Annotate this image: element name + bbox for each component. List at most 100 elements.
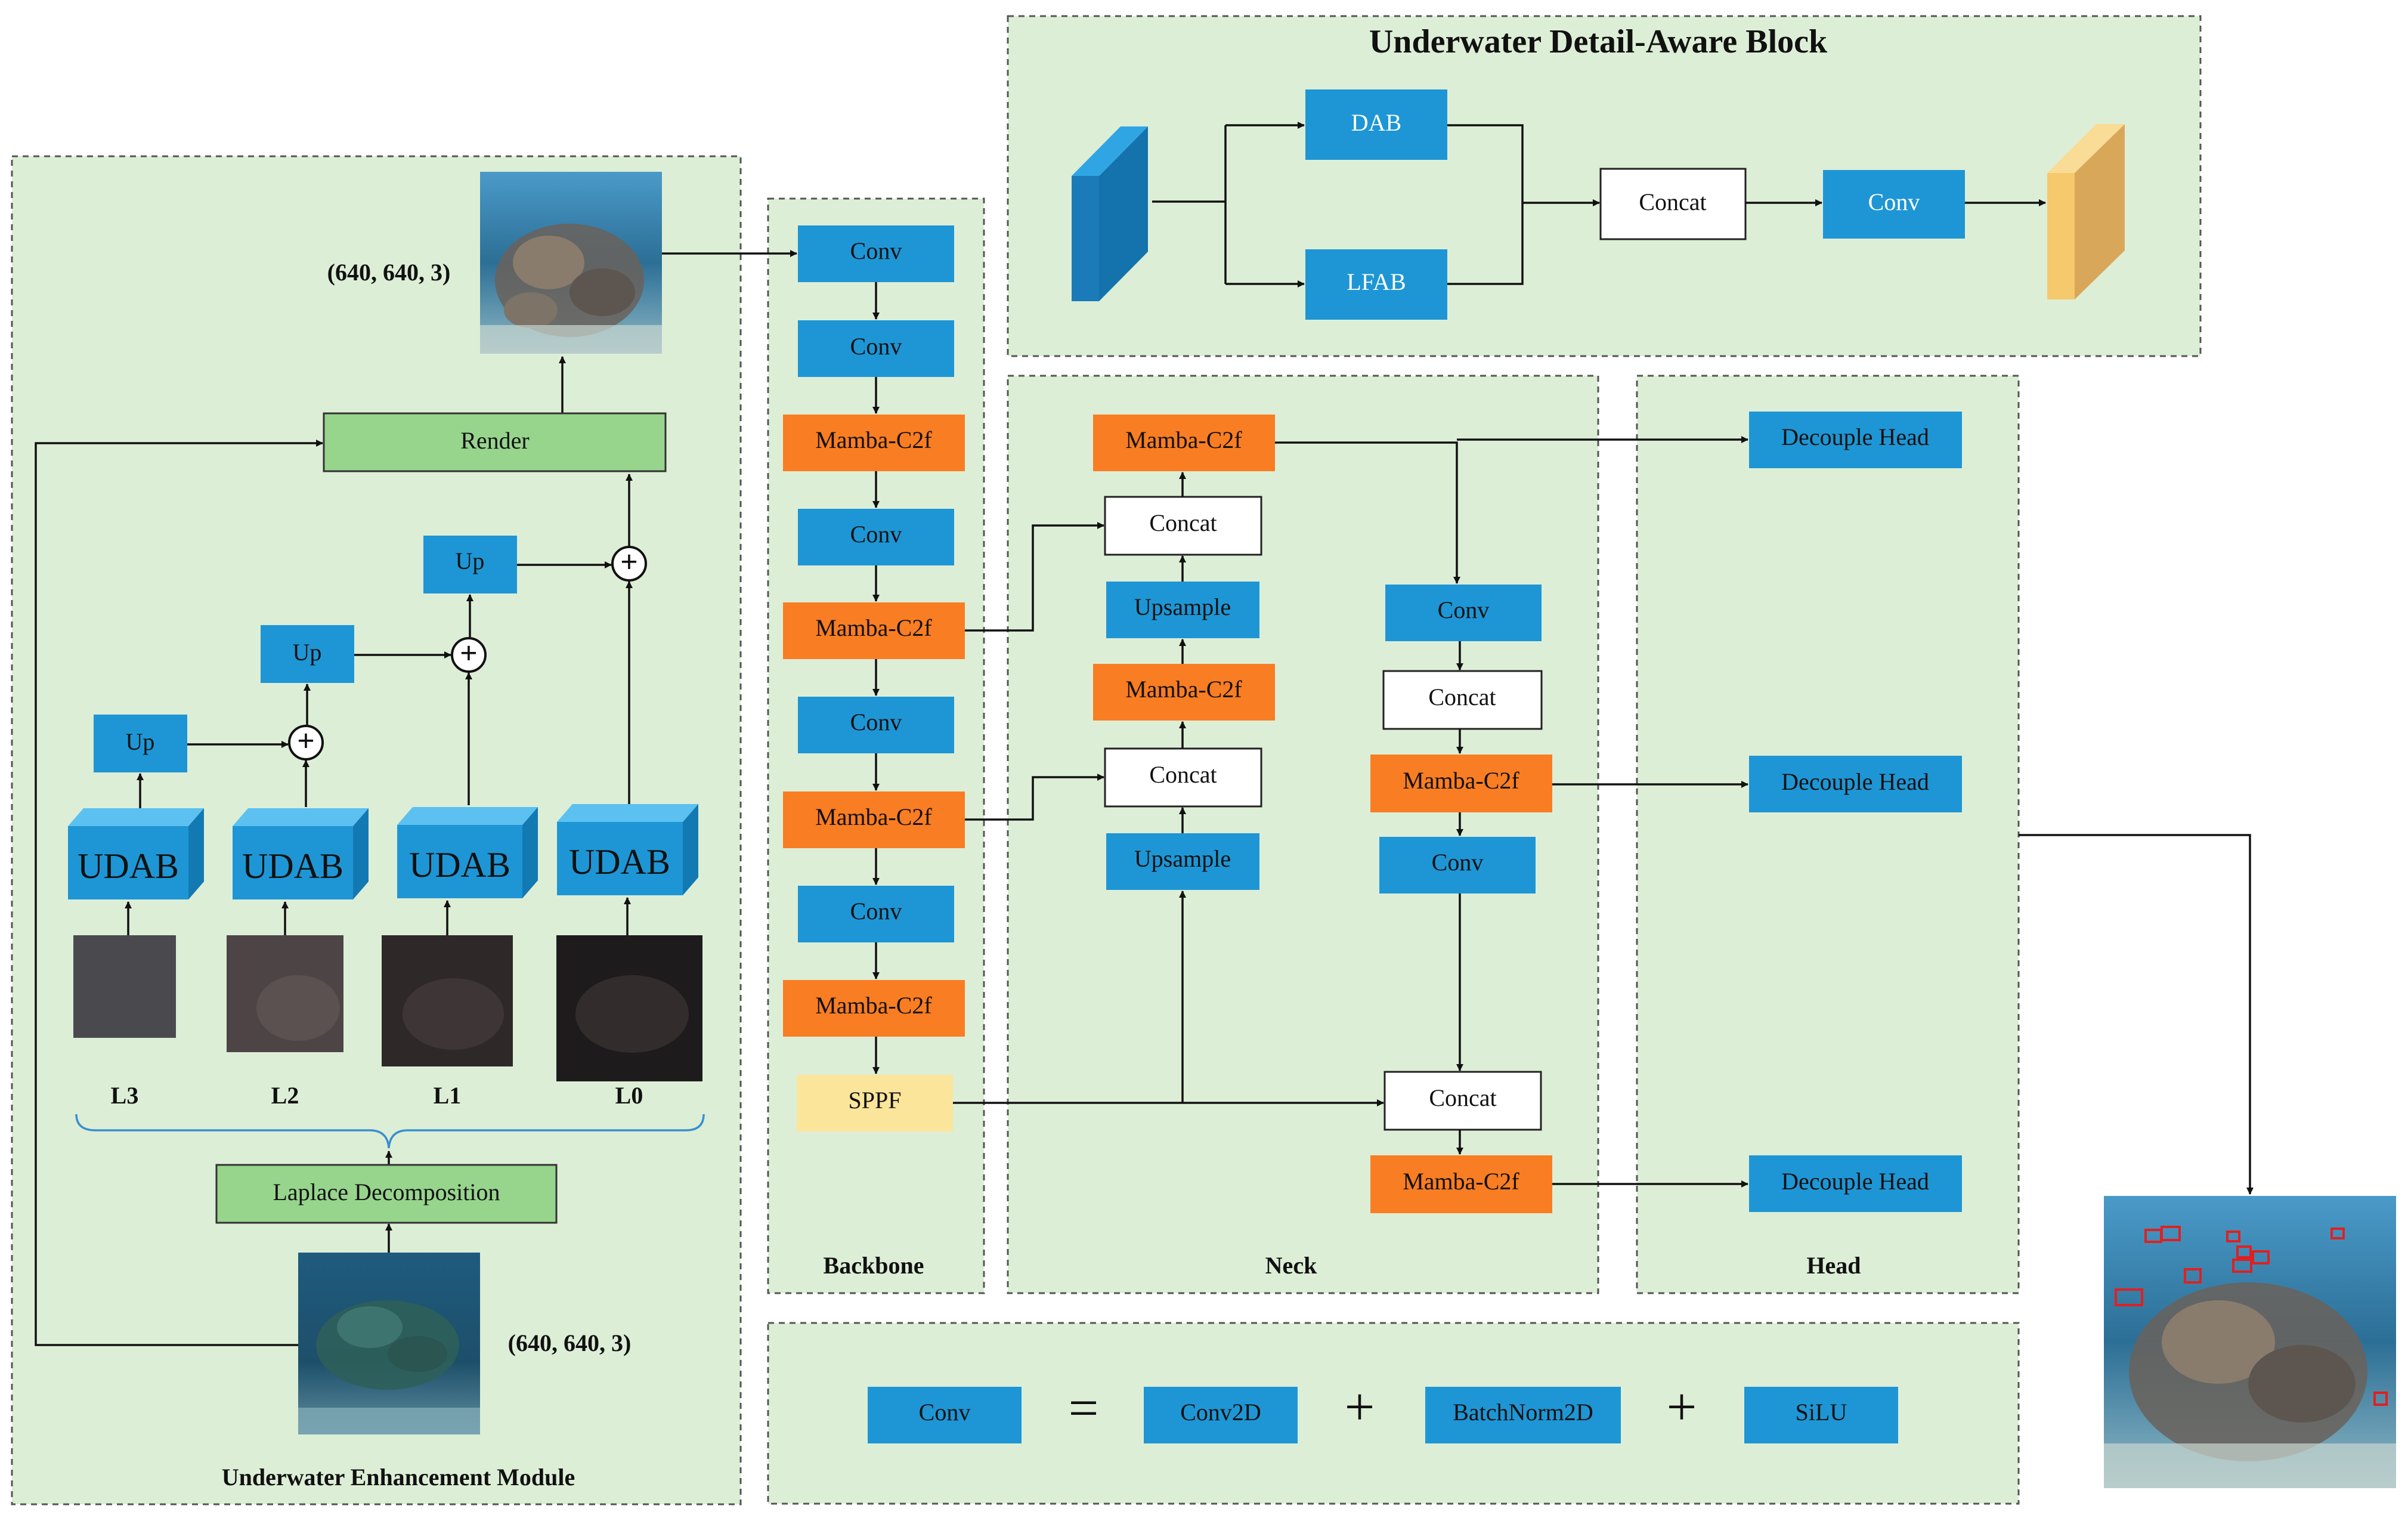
neck-conv-1 [1385,585,1542,641]
level-label-l0: L0 [615,1082,643,1109]
svg-text:UDAB: UDAB [78,846,179,886]
level-brace [75,1114,705,1149]
legend-batchnorm2d [1425,1387,1621,1443]
decouple-head-2 [1749,756,1962,812]
svg-text:Up: Up [126,728,155,755]
legend-plus-1: + [1345,1378,1375,1437]
neck-concat-2 [1104,747,1262,808]
neck-concat-1 [1104,496,1262,556]
input-shape-label: (640, 640, 3) [508,1330,632,1356]
backbone-mamba-c2f-1 [783,415,965,471]
output-shape-label: (640, 640, 3) [327,259,451,286]
backbone-mamba-c2f-2 [783,602,965,659]
neck-mamba-c2f-mid [1093,664,1275,721]
svg-text:Mamba-C2f: Mamba-C2f [815,426,932,453]
input-image [298,1253,480,1434]
up-block-1 [94,715,187,772]
render-block [323,412,667,472]
decouple-head-3 [1749,1155,1962,1212]
svg-text:Concat: Concat [1428,684,1496,710]
backbone-conv-3 [798,509,954,565]
svg-text:Mamba-C2f: Mamba-C2f [815,992,932,1019]
legend-plus-2: + [1667,1378,1697,1437]
svg-text:Decouple Head: Decouple Head [1781,423,1929,450]
svg-text:Concat: Concat [1639,188,1706,215]
svg-text:SPPF: SPPF [849,1087,902,1114]
uda-concat-block [1599,168,1747,240]
detection-output-image [2104,1196,2396,1488]
level-label-l3: L3 [111,1082,139,1109]
svg-text:Conv: Conv [1868,188,1920,215]
neck-mamba-c2f-right [1370,755,1552,812]
laplace-decomposition-block [215,1164,558,1224]
udab-block-l1: UDAB [397,807,538,898]
backbone-conv-2 [798,320,954,377]
svg-text:Decouple Head: Decouple Head [1781,768,1929,795]
backbone-conv-1 [798,225,954,282]
svg-text:Conv: Conv [1432,849,1484,876]
svg-text:Concat: Concat [1149,509,1217,536]
svg-text:Laplace Decomposition: Laplace Decomposition [273,1179,500,1205]
legend-silu [1744,1387,1898,1443]
svg-text:Decouple Head: Decouple Head [1781,1168,1929,1195]
neck-upsample-2 [1106,833,1259,890]
neck-concat-4 [1383,1071,1542,1131]
svg-text:Mamba-C2f: Mamba-C2f [1403,767,1519,794]
neck-conv-2 [1379,837,1536,894]
svg-text:Mamba-C2f: Mamba-C2f [1403,1168,1519,1195]
svg-text:Mamba-C2f: Mamba-C2f [815,614,932,641]
udab-block-l3: UDAB [68,808,204,899]
neck-upsample-1 [1106,582,1259,638]
input-feature-map-icon [1072,126,1148,301]
svg-text:Conv: Conv [850,898,902,925]
svg-text:Upsample: Upsample [1134,845,1231,872]
neck-mamba-c2f-top [1093,415,1275,471]
legend-equals: = [1069,1379,1099,1438]
svg-text:Upsample: Upsample [1134,593,1231,620]
lfab-block [1305,249,1447,320]
svg-text:Render: Render [460,427,530,454]
backbone-mamba-c2f-3 [783,792,965,848]
svg-text:Concat: Concat [1149,761,1217,788]
backbone-mamba-c2f-4 [783,980,965,1037]
backbone-title: Backbone [824,1252,924,1279]
svg-text:LFAB: LFAB [1347,268,1406,295]
svg-text:+: + [460,636,478,670]
laplace-image-l3 [73,935,176,1038]
svg-text:UDAB: UDAB [569,842,670,882]
svg-text:Up: Up [456,548,485,574]
svg-text:UDAB: UDAB [242,846,343,886]
svg-text:Conv: Conv [850,237,902,264]
svg-text:Mamba-C2f: Mamba-C2f [1125,426,1242,453]
output-feature-map-icon [2047,124,2125,299]
svg-text:Conv: Conv [1438,596,1490,623]
svg-text:Conv: Conv [850,333,902,360]
backbone-sppf [797,1075,953,1131]
svg-text:Mamba-C2f: Mamba-C2f [815,803,932,830]
svg-text:Conv: Conv [919,1399,971,1426]
svg-text:+: + [620,545,638,579]
svg-text:+: + [297,724,315,758]
svg-text:BatchNorm2D: BatchNorm2D [1453,1399,1593,1426]
uda-conv-block [1823,170,1965,239]
svg-text:DAB: DAB [1351,109,1401,136]
sum-node-1: + [288,724,324,760]
sum-node-2: + [451,636,487,673]
uda-block-title: Underwater Detail-Aware Block [1369,23,1828,60]
svg-text:Conv: Conv [850,521,902,548]
head-panel [1636,375,2020,1294]
backbone-conv-5 [798,886,954,942]
svg-text:Concat: Concat [1429,1084,1496,1111]
head-title: Head [1806,1252,1861,1279]
udab-block-l0: UDAB [557,804,698,895]
enhancement-title: Underwater Enhancement Module [222,1464,575,1491]
udab-block-l2: UDAB [233,808,369,899]
up-block-3 [423,536,517,593]
backbone-blocks: Conv Conv Mamba-C2f Conv Mamba-C2f Conv … [783,225,965,1131]
level-label-l1: L1 [434,1082,462,1109]
dab-block [1305,89,1447,160]
decouple-head-1 [1749,412,1962,468]
svg-text:Up: Up [293,639,322,666]
svg-text:SiLU: SiLU [1796,1399,1847,1426]
